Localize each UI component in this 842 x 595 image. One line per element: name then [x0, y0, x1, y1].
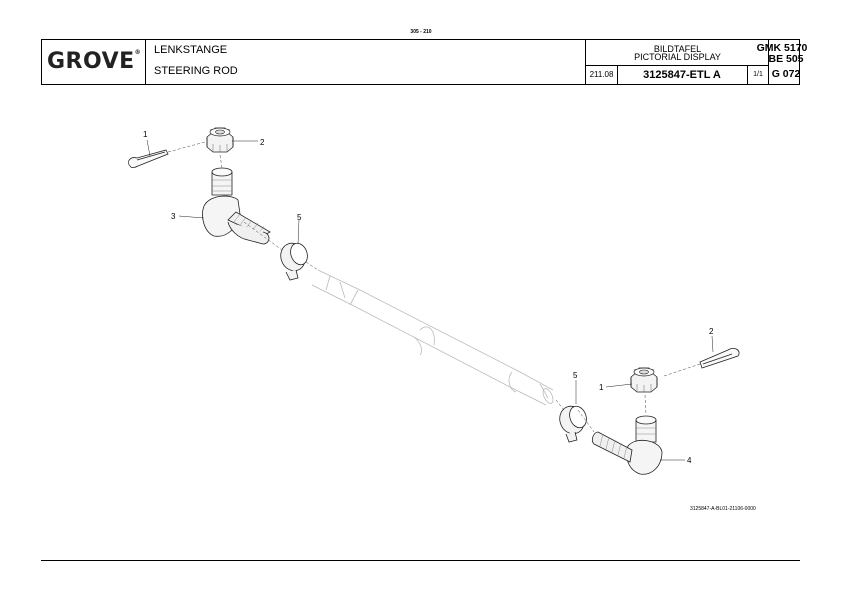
model-name: GMK 5170 — [756, 42, 808, 54]
castle-nut-left — [206, 127, 234, 153]
clamp-left — [280, 242, 308, 281]
cotter-pin-left — [128, 149, 169, 168]
callout-5-right: 5 — [573, 371, 578, 380]
leader-lines — [146, 139, 714, 461]
model-variant: BE 505 — [768, 53, 804, 65]
callout-1-right: 1 — [599, 383, 604, 392]
part-name-cell: LENKSTANGE STEERING ROD — [146, 40, 586, 84]
logo-cell: GROVE® — [42, 40, 146, 84]
sheet-number: 1/1 — [753, 71, 763, 78]
grove-logo: GROVE® — [47, 49, 142, 74]
logo-text: GROVE — [47, 49, 135, 74]
clamp-right — [559, 405, 587, 443]
callout-2-right: 2 — [709, 327, 714, 336]
callout-1-left: 2 — [260, 138, 265, 147]
drawing-number: 3125847-ETL A — [617, 66, 748, 84]
callout-2-left: 1 — [143, 130, 148, 139]
footer-rule — [41, 560, 800, 561]
title-english: STEERING ROD — [154, 65, 238, 77]
display-label-german: BILDTAFEL — [653, 44, 702, 54]
callout-4: 4 — [687, 456, 692, 465]
title-german: LENKSTANGE — [154, 44, 228, 56]
date-code: 211.08 — [586, 66, 618, 84]
callout-numbers: 1 2 3 5 2 1 5 4 — [143, 130, 714, 465]
callout-3: 3 — [171, 212, 176, 221]
tie-rod-end-right — [591, 415, 663, 475]
assembly-lines — [167, 141, 701, 433]
cotter-pin-right — [699, 348, 740, 369]
model-cell: GMK 5170 BE 505 G 072 — [757, 40, 808, 84]
callout-5-left: 5 — [297, 213, 302, 222]
drawing-info-row: 211.08 3125847-ETL A 1/1 — [586, 65, 769, 85]
image-reference: 3125847-A-BL01-21106-0000 — [690, 506, 756, 512]
group-code: G 072 — [771, 68, 801, 80]
tie-rod-end-left — [202, 167, 271, 245]
title-block: GROVE® LENKSTANGE STEERING ROD BILDTAFEL… — [41, 39, 808, 85]
tie-rod-tube — [311, 269, 554, 406]
page-number: 305 - 210 — [410, 29, 432, 35]
display-cell: BILDTAFEL PICTORIAL DISPLAY 211.08 31258… — [586, 40, 769, 84]
display-label-english: PICTORIAL DISPLAY — [634, 52, 721, 62]
castle-nut-right — [630, 367, 658, 393]
